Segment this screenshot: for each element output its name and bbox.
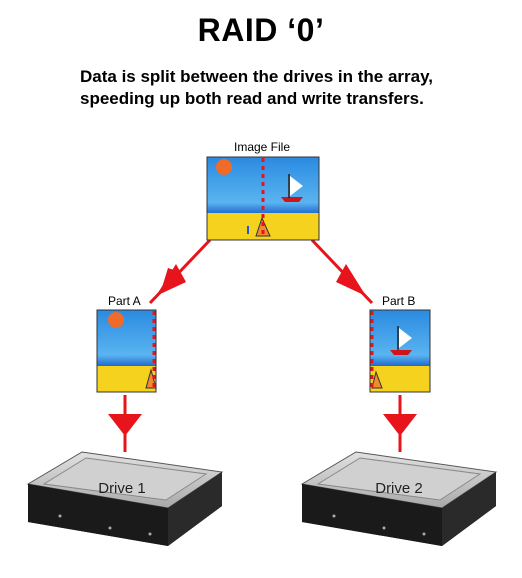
arrowhead-left-fill: [156, 264, 186, 296]
sail-icon-part-b: [399, 328, 412, 348]
image-file-label: Image File: [234, 140, 291, 154]
image-file-picture: [206, 156, 320, 241]
subtitle-line-1: Data is split between the drives in the …: [80, 67, 434, 86]
drive-2: [300, 451, 498, 546]
boat-icon: [281, 197, 303, 202]
bucket-icon: [255, 216, 271, 237]
part-b-picture: [369, 309, 431, 393]
arrowheads: [108, 264, 417, 436]
connector-lines: [123, 238, 402, 452]
drive-1-label: Drive 1: [98, 480, 146, 497]
drive-2-label: Drive 2: [375, 480, 423, 497]
part-a-picture: [96, 309, 157, 393]
subtitle-line-2: speeding up both read and write transfer…: [80, 89, 424, 108]
sun-icon: [216, 159, 232, 175]
subtitle: Data is split between the drives in the …: [80, 66, 500, 110]
sail-icon: [290, 176, 303, 196]
part-b-label: Part B: [382, 294, 416, 308]
part-a-label: Part A: [108, 294, 141, 308]
arrowhead-drive2: [383, 414, 417, 436]
drive-1: [26, 451, 224, 546]
sun-icon-part-a: [108, 312, 124, 328]
arrowhead-right: [336, 264, 366, 296]
page-title: RAID ‘0’: [197, 12, 325, 48]
boat-icon-part-b: [390, 350, 412, 355]
arrowhead-drive1: [108, 414, 142, 436]
